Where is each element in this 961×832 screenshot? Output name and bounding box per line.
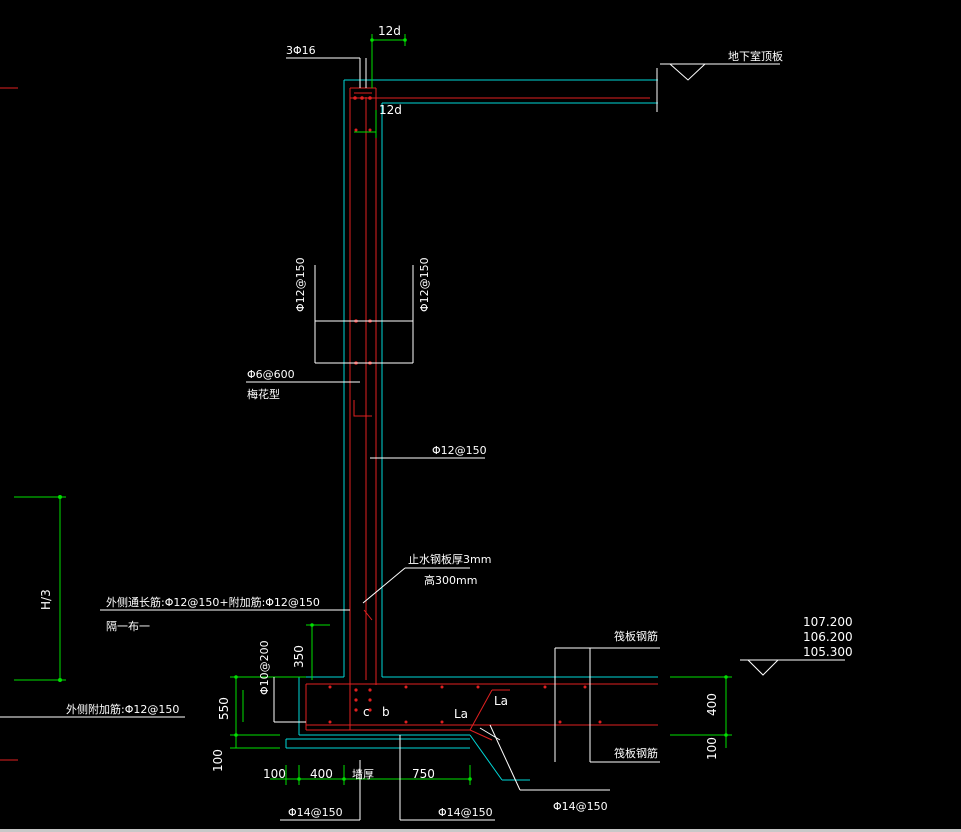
elevation-1: 107.200 bbox=[803, 615, 853, 629]
dim-400-bottom: 400 bbox=[310, 767, 333, 781]
dim-750: 750 bbox=[412, 767, 435, 781]
b-label: b bbox=[382, 705, 390, 719]
labels: 3Φ16 12d 12d 地下室顶板 Φ12@150 Φ12@150 Φ6@60… bbox=[39, 24, 853, 819]
phi12-150-wall-label: Φ12@150 bbox=[432, 444, 487, 457]
basement-roof-label: 地下室顶板 bbox=[728, 49, 783, 63]
la-label-1: La bbox=[494, 694, 508, 708]
rebar bbox=[305, 87, 658, 741]
phi14-150-c: Φ14@150 bbox=[553, 800, 608, 813]
phi10-200-label: Φ10@200 bbox=[258, 640, 271, 695]
waterstop-label-1: 止水钢板厚3mm bbox=[408, 552, 491, 566]
leader-lines bbox=[0, 57, 845, 821]
dim-100-bottom: 100 bbox=[263, 767, 286, 781]
dim-550: 550 bbox=[217, 697, 231, 720]
phi6-600-label: Φ6@600 bbox=[247, 368, 295, 381]
c-label: c bbox=[363, 705, 370, 719]
waterstop-label-2: 高300mm bbox=[424, 573, 477, 587]
phi12-150-left: Φ12@150 bbox=[294, 257, 307, 312]
h-over-3-label: H/3 bbox=[39, 589, 53, 610]
la-label-2: La bbox=[454, 707, 468, 721]
dimension-lines bbox=[14, 34, 732, 785]
raft-top-rebar-label: 筏板钢筋 bbox=[614, 629, 658, 643]
screen-bottom-bar bbox=[0, 829, 961, 832]
dim-100-left: 100 bbox=[211, 749, 225, 772]
raft-bottom-rebar-label: 筏板钢筋 bbox=[614, 746, 658, 760]
rebar-dots bbox=[328, 96, 602, 724]
outer-additional-label: 外侧附加筋:Φ12@150 bbox=[66, 702, 179, 716]
top-rebar-label: 3Φ16 bbox=[286, 44, 316, 57]
phi12-150-right: Φ12@150 bbox=[418, 257, 431, 312]
extra-marks bbox=[0, 87, 18, 761]
plum-pattern-label: 梅花型 bbox=[247, 387, 280, 401]
alternate-label: 隔一布一 bbox=[106, 620, 150, 633]
elevation-2: 106.200 bbox=[803, 630, 853, 644]
dim-12d-inner: 12d bbox=[379, 103, 402, 117]
phi14-150-b: Φ14@150 bbox=[438, 806, 493, 819]
wall-thickness-label: 墙厚 bbox=[352, 767, 374, 781]
phi14-150-a: Φ14@150 bbox=[288, 806, 343, 819]
dimension-ticks bbox=[58, 38, 728, 781]
dim-400-right: 400 bbox=[705, 693, 719, 716]
dim-100-right: 100 bbox=[705, 737, 719, 760]
dim-12d-top: 12d bbox=[378, 24, 401, 38]
elevation-3: 105.300 bbox=[803, 645, 853, 659]
outer-longitudinal-label: 外侧通长筋:Φ12@150+附加筋:Φ12@150 bbox=[106, 595, 320, 609]
concrete-outline bbox=[285, 79, 658, 781]
dim-350: 350 bbox=[292, 645, 306, 668]
